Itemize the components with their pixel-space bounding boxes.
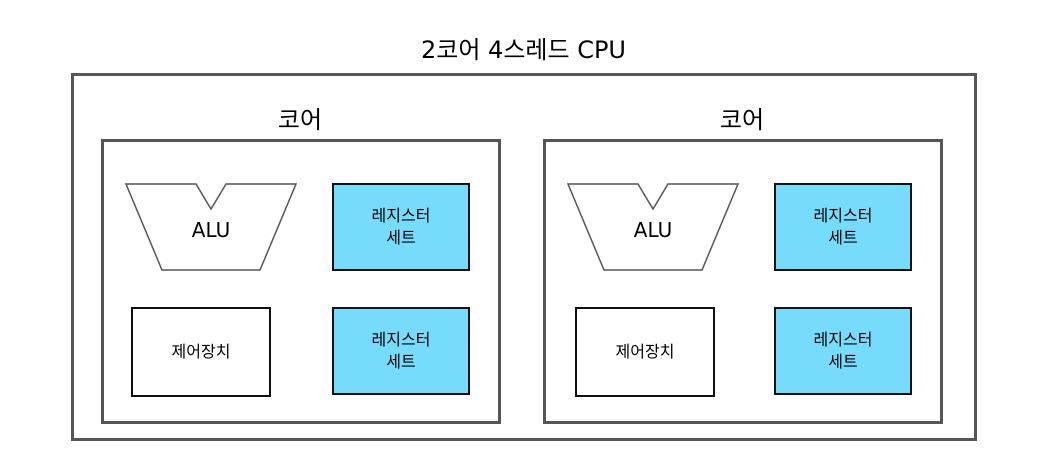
register-line2: 세트 bbox=[828, 228, 858, 247]
register-set-1a: 레지스터 세트 bbox=[332, 183, 470, 271]
register-set-1b: 레지스터 세트 bbox=[332, 307, 470, 395]
register-set-2a: 레지스터 세트 bbox=[774, 183, 912, 271]
register-line2: 세트 bbox=[386, 352, 416, 371]
control-unit-label: 제어장치 bbox=[615, 342, 675, 361]
alu-2: ALU bbox=[566, 183, 740, 271]
core-box-1 bbox=[101, 139, 501, 424]
register-line2: 세트 bbox=[386, 228, 416, 247]
control-unit-1: 제어장치 bbox=[131, 307, 271, 397]
core-label-2: 코어 bbox=[719, 106, 765, 134]
cpu-box bbox=[71, 73, 977, 441]
register-line1: 레지스터 bbox=[371, 206, 431, 225]
alu-label: ALU bbox=[191, 218, 231, 242]
cpu-title: 2코어 4스레드 CPU bbox=[421, 36, 626, 64]
alu-shape-icon bbox=[566, 183, 740, 271]
control-unit-2: 제어장치 bbox=[575, 307, 715, 397]
register-line1: 레지스터 bbox=[371, 330, 431, 349]
alu-label: ALU bbox=[633, 218, 673, 242]
control-unit-label: 제어장치 bbox=[171, 342, 231, 361]
core-box-2 bbox=[543, 139, 943, 424]
register-line1: 레지스터 bbox=[813, 330, 873, 349]
register-line2: 세트 bbox=[828, 352, 858, 371]
alu-1: ALU bbox=[124, 183, 298, 271]
core-label-1: 코어 bbox=[277, 106, 323, 134]
register-set-2b: 레지스터 세트 bbox=[774, 307, 912, 395]
register-line1: 레지스터 bbox=[813, 206, 873, 225]
alu-shape-icon bbox=[124, 183, 298, 271]
